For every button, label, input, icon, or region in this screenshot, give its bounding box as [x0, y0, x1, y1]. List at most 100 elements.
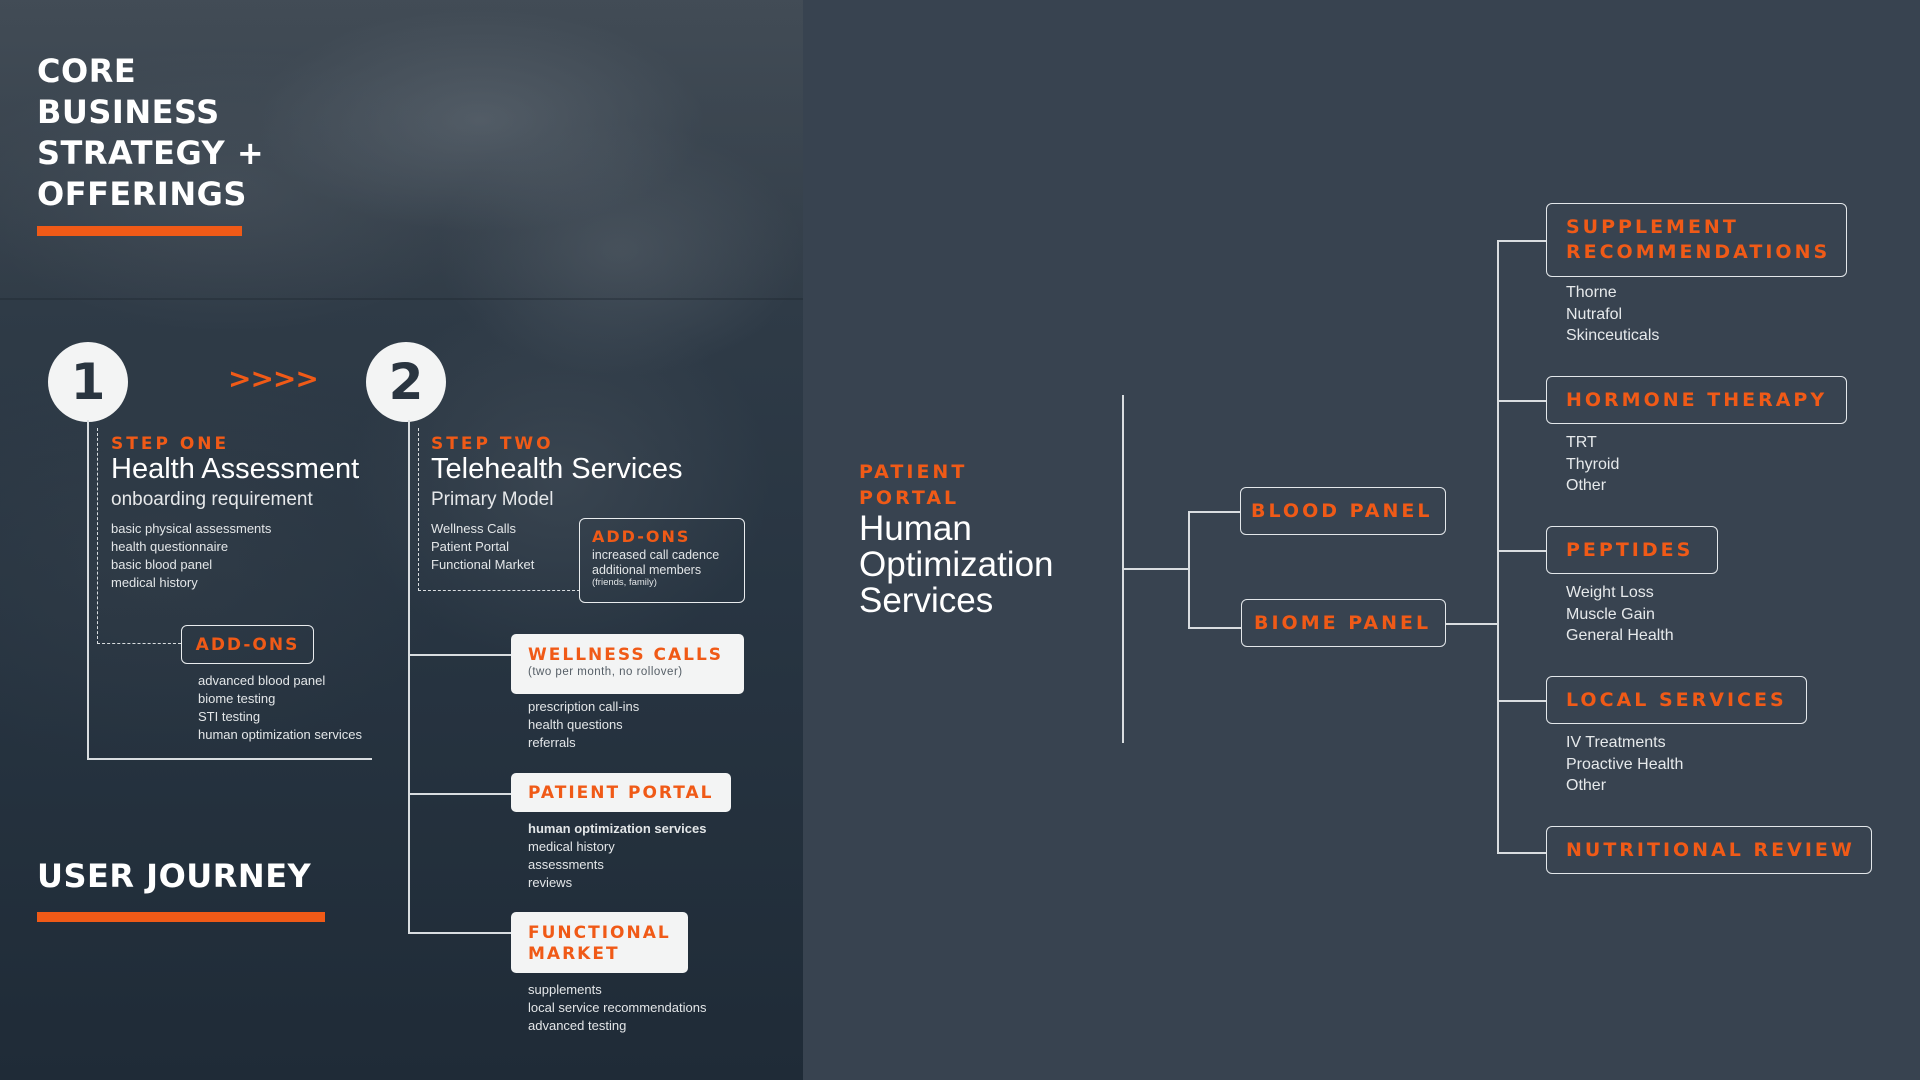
list-item: advanced blood panel	[198, 673, 326, 688]
wellness-calls-note: (two per month, no rollover)	[528, 666, 683, 678]
list-item: General Health	[1566, 627, 1674, 644]
portal-label-line: PORTAL	[859, 487, 960, 509]
list-item: reviews	[528, 875, 573, 890]
addon-line: additional members	[592, 563, 702, 577]
list-item: local service recommendations	[528, 1000, 707, 1015]
list-item: human optimization services	[528, 821, 707, 836]
step-two-addons-box: ADD-ONS increased call cadence additiona…	[579, 518, 745, 603]
user-journey-panel: CORE BUSINESS STRATEGY + OFFERINGS 1 >>>…	[0, 0, 803, 1080]
biome-to-services-link	[1446, 623, 1497, 625]
step-one-addons-box: ADD-ONS	[181, 625, 314, 664]
wellness-calls-box: WELLNESS CALLS (two per month, no rollov…	[511, 634, 744, 694]
portal-title: Human Optimization Services	[859, 511, 1054, 619]
hormone-therapy-box: HORMONE THERAPY	[1546, 376, 1847, 424]
progress-arrows: >>>>	[228, 362, 319, 395]
peptides-label: PEPTIDES	[1566, 538, 1694, 561]
nutritional-review-label: NUTRITIONAL REVIEW	[1566, 838, 1855, 861]
list-item: basic physical assessments	[111, 521, 272, 536]
panel-fork	[1188, 511, 1190, 628]
portal-title-line: Services	[859, 581, 994, 620]
portal-label-line: PATIENT	[859, 461, 968, 483]
list-item: Proactive Health	[1566, 755, 1684, 773]
list-item: basic blood panel	[111, 557, 213, 572]
portal-label: PATIENT PORTAL	[859, 459, 967, 511]
portal-title-line: Optimization	[859, 545, 1054, 584]
title-line: BUSINESS	[37, 93, 220, 131]
list-item: Functional Market	[431, 557, 535, 572]
title-line: OFFERINGS	[37, 175, 247, 213]
step-one-addon-dash	[97, 428, 98, 644]
nutritional-link	[1497, 852, 1546, 854]
patient-portal-box: PATIENT PORTAL	[511, 773, 731, 812]
wellness-calls-label: WELLNESS CALLS	[528, 645, 724, 665]
step-one-label: STEP ONE	[111, 434, 230, 454]
addon-note: (friends, family)	[592, 577, 657, 588]
title-line: STRATEGY +	[37, 134, 265, 172]
title-underline	[37, 226, 242, 236]
step-two-connector	[408, 420, 410, 934]
step-one-connector	[87, 420, 89, 760]
blood-panel-link	[1188, 511, 1241, 513]
hormone-link	[1497, 400, 1546, 402]
step-one-addon-dash-h	[97, 643, 181, 644]
biome-panel-box: BIOME PANEL	[1241, 599, 1446, 647]
list-item: health questions	[528, 717, 623, 732]
step-one-items: basic physical assessments health questi…	[111, 520, 271, 592]
supplement-items: Thorne Nutrafol Skinceuticals	[1566, 282, 1659, 347]
list-item: Thorne	[1566, 284, 1617, 301]
step-one-addons-label: ADD-ONS	[195, 634, 300, 655]
wellness-calls-items: prescription call-ins health questions r…	[528, 698, 639, 752]
list-item: human optimization services	[198, 727, 363, 742]
supplement-link	[1497, 240, 1546, 242]
functional-market-label: FUNCTIONAL	[528, 923, 671, 943]
list-item: health questionnaire	[111, 539, 229, 554]
blood-panel-label: BLOOD PANEL	[1251, 499, 1433, 522]
step-two-addons-label: ADD-ONS	[592, 527, 691, 546]
supplement-recommendations-box: SUPPLEMENT RECOMMENDATIONS	[1546, 203, 1847, 277]
patient-portal-label: PATIENT PORTAL	[528, 782, 714, 803]
list-item: TRT	[1566, 434, 1597, 451]
blood-panel-box: BLOOD PANEL	[1240, 487, 1446, 535]
portal-tree-branch	[1122, 568, 1189, 570]
biome-panel-label: BIOME PANEL	[1254, 611, 1432, 634]
portal-title-line: Human	[859, 509, 972, 548]
portal-branch-line	[408, 793, 511, 795]
peptides-link	[1497, 550, 1546, 552]
hormone-items: TRT Thyroid Other	[1566, 432, 1619, 497]
service-label-line: RECOMMENDATIONS	[1566, 241, 1831, 263]
service-label-line: SUPPLEMENT	[1566, 216, 1739, 238]
local-services-items: IV Treatments Proactive Health Other	[1566, 732, 1683, 797]
list-item: Other	[1566, 477, 1607, 494]
list-item: medical history	[111, 575, 198, 590]
title-line: CORE	[37, 52, 137, 90]
step-two-title: Telehealth Services	[431, 453, 683, 485]
addon-line: increased call cadence	[592, 548, 720, 562]
list-item: Patient Portal	[431, 539, 510, 554]
list-item: medical history	[528, 839, 615, 854]
step-two-subtitle: Primary Model	[431, 489, 554, 510]
functional-market-box: FUNCTIONAL MARKET	[511, 912, 688, 973]
list-item: Wellness Calls	[431, 521, 517, 536]
list-item: advanced testing	[528, 1018, 627, 1033]
user-journey-title: USER JOURNEY	[37, 857, 312, 895]
journey-underline	[37, 912, 325, 922]
peptides-items: Weight Loss Muscle Gain General Health	[1566, 582, 1674, 647]
step-one-subtitle: onboarding requirement	[111, 489, 313, 510]
functional-market-label: MARKET	[528, 944, 620, 964]
list-item: prescription call-ins	[528, 699, 640, 714]
local-services-link	[1497, 700, 1546, 702]
list-item: assessments	[528, 857, 604, 872]
services-trunk	[1497, 240, 1499, 854]
step-one-addons-items: advanced blood panel biome testing STI t…	[198, 672, 362, 744]
core-strategy-title: CORE BUSINESS STRATEGY + OFFERINGS	[37, 51, 264, 215]
local-services-box: LOCAL SERVICES	[1546, 676, 1807, 724]
list-item: Thyroid	[1566, 455, 1620, 473]
market-branch-line	[408, 932, 511, 934]
list-item: Skinceuticals	[1566, 327, 1660, 344]
peptides-box: PEPTIDES	[1546, 526, 1718, 574]
list-item: Muscle Gain	[1566, 605, 1655, 623]
list-item: referrals	[528, 735, 576, 750]
functional-market-items: supplements local service recommendation…	[528, 981, 706, 1035]
list-item: Nutrafol	[1566, 305, 1623, 323]
step-two-items: Wellness Calls Patient Portal Functional…	[431, 520, 534, 574]
